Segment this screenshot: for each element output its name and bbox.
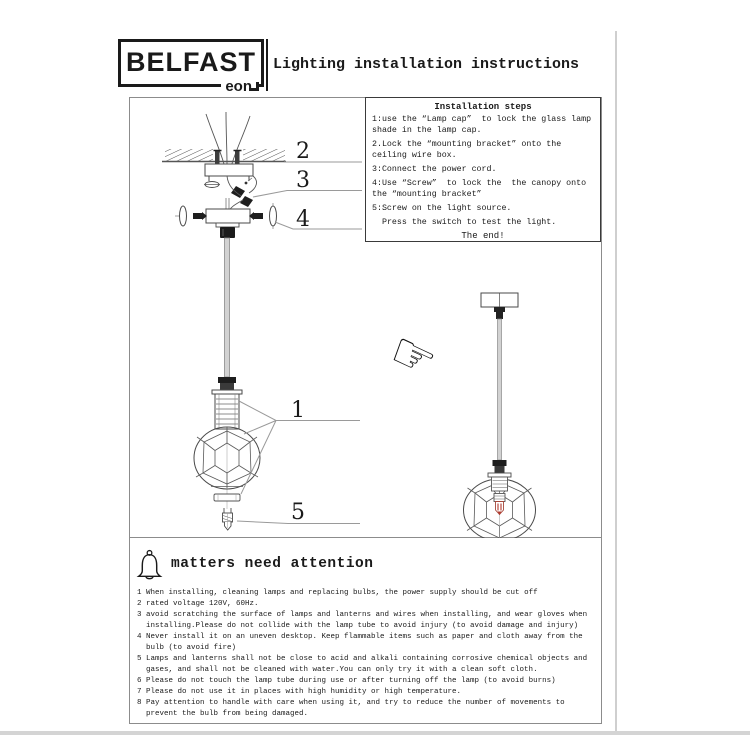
bracket-screws (213, 149, 242, 164)
brand-name: BELFAST (125, 47, 256, 77)
lamp-cap (211, 377, 243, 430)
mounting-bracket (204, 163, 254, 188)
part-label-4: 4 (296, 207, 310, 232)
part-label-2: 2 (296, 139, 310, 164)
brand-subname: eon (221, 79, 256, 94)
leader-lines (236, 161, 362, 524)
canopy (205, 198, 251, 238)
page-edge-line (0, 731, 750, 735)
bell-icon (136, 549, 163, 580)
ceiling (162, 149, 286, 163)
installation-steps-panel: Installation steps 1:use the “Lamp cap” … (365, 97, 601, 242)
brand-logo: BELFAST eon (118, 39, 264, 94)
installation-steps-title: Installation steps (434, 102, 532, 112)
attention-item: 5 Lamps and lanterns shall not be close … (137, 655, 588, 674)
attention-panel (129, 537, 602, 724)
attention-item: 1 When installing, cleaning lamps and re… (137, 589, 538, 597)
attention-item: 2 rated voltage 120V, 60Hz. (137, 600, 259, 608)
installation-step: 5:Screw on the light source. (372, 204, 512, 213)
wire-connector (226, 175, 257, 214)
logo-border-hook (256, 82, 259, 91)
attention-item: 4 Never install it on an uneven desktop.… (137, 633, 583, 652)
page-title: Lighting installation instructions (273, 56, 580, 73)
part-label-1: 1 (291, 398, 305, 423)
attention-title: matters need attention (171, 556, 374, 572)
pendant-cord (224, 237, 230, 378)
glass-shade (193, 426, 261, 490)
installation-step: Press the switch to test the light. (372, 218, 557, 227)
part-label-5: 5 (291, 500, 305, 525)
assembled-canopy (480, 292, 519, 319)
installation-step: 1:use the “Lamp cap” to lock the glass l… (372, 115, 597, 135)
assembled-cord (497, 318, 502, 461)
installation-step: 2.Lock the “mounting bracket” onto the c… (372, 140, 567, 160)
part-label-3: 3 (296, 168, 310, 193)
trim-ring (213, 493, 241, 502)
page-edge-line (615, 31, 617, 732)
assembled-lamp-cap (487, 460, 512, 478)
installation-steps-end-note: The end! (461, 231, 505, 241)
lamp-diagram: 2 3 4 1 5 (162, 111, 536, 538)
light-bulb (222, 508, 233, 531)
logo-border-hook-foot (249, 88, 259, 91)
attention-item: 3 avoid scratching the surface of lamps … (137, 611, 588, 630)
side-screws (175, 203, 277, 229)
installation-step: 3:Connect the power cord. (372, 165, 497, 174)
header-divider (266, 39, 268, 91)
attention-item: 6 Please do not touch the lamp tube duri… (137, 677, 556, 685)
ceiling-wires (205, 111, 251, 168)
assembled-socket-and-bulb (491, 476, 508, 516)
attention-list: 1 When installing, cleaning lamps and re… (137, 588, 598, 720)
attention-item: 7 Please do not use it in places with hi… (137, 688, 462, 696)
attention-item: 8 Pay attention to handle with care when… (137, 699, 565, 718)
installation-step: 4:Use “Screw” to lock the the canopy ont… (372, 179, 592, 199)
